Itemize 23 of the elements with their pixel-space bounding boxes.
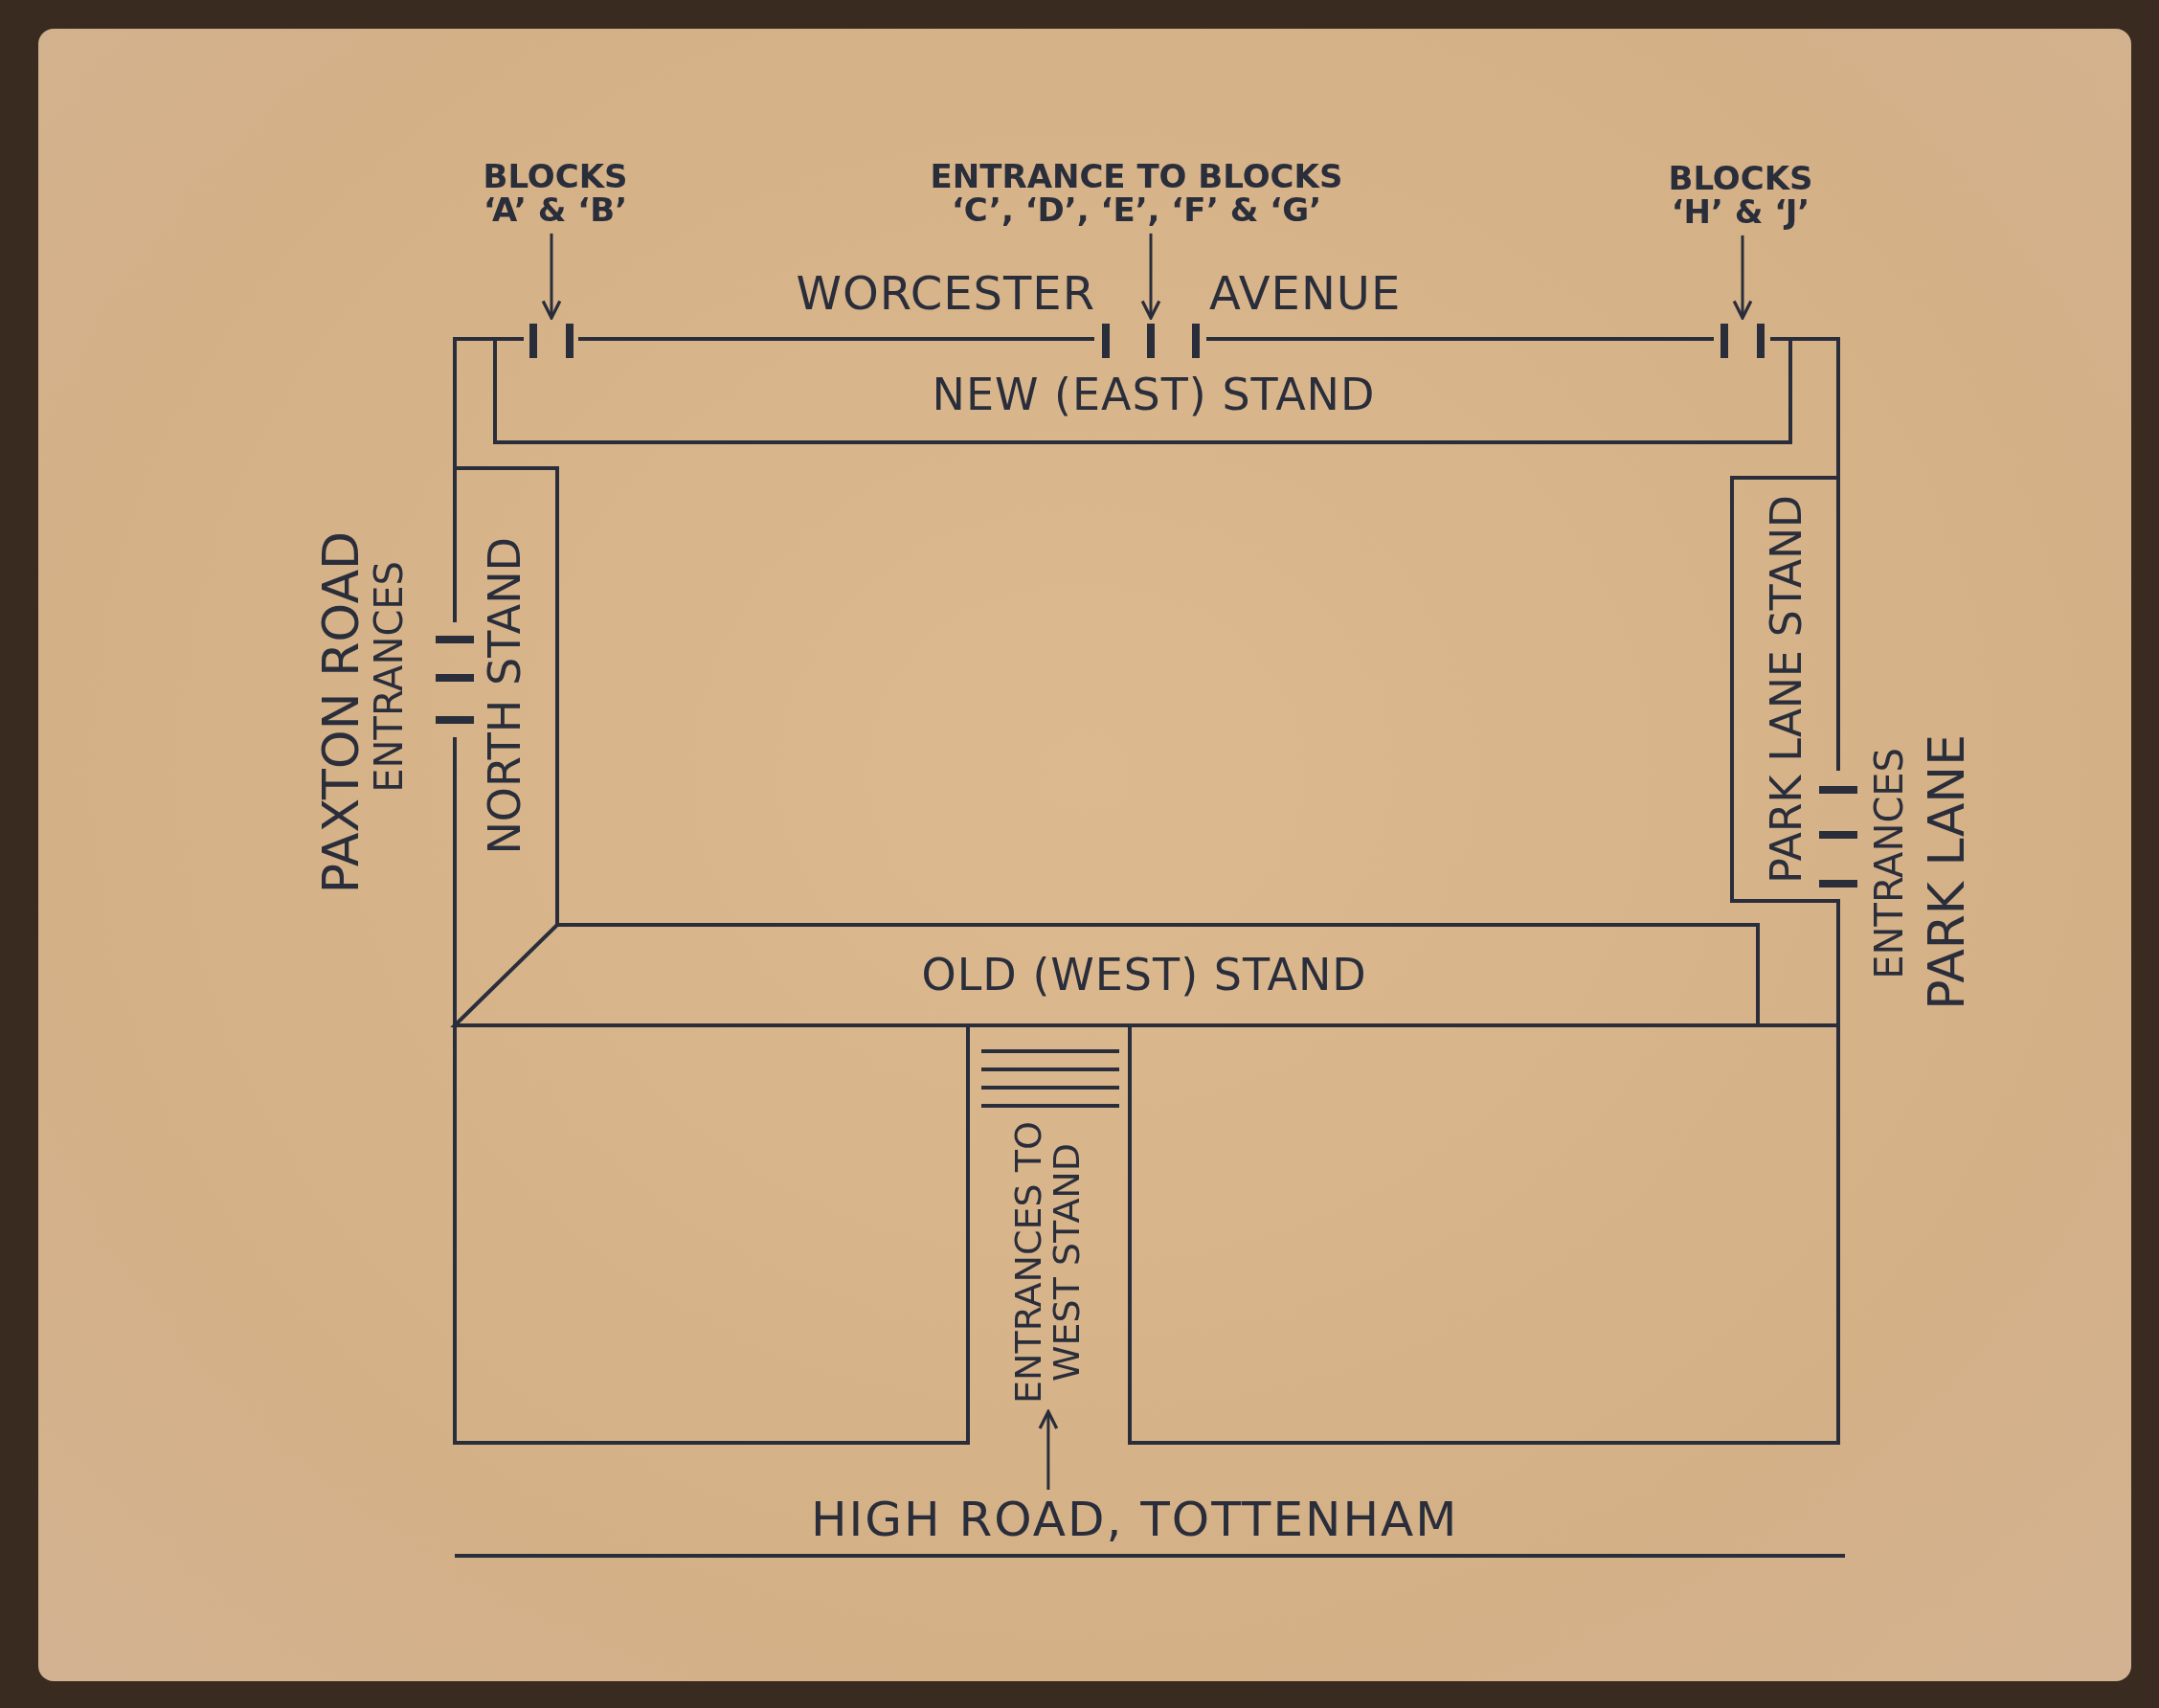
road-label: AVENUE — [1209, 270, 1402, 316]
stand-label: PARK LANE STAND — [1765, 495, 1810, 884]
stand-label: NORTH STAND — [482, 537, 529, 855]
stand-outline — [1730, 476, 1840, 903]
entrance-label: ENTRANCE TO BLOCKS ‘C’, ‘D’, ‘E’, ‘F’ & ‘G’ — [929, 159, 1344, 228]
road-label: HIGH ROAD, TOTTENHAM — [811, 1495, 1459, 1543]
entrance-label: BLOCKS ‘A’ & ‘B’ — [482, 159, 629, 228]
arrow — [541, 233, 562, 320]
entrances-label: ENTRANCES — [1870, 748, 1908, 979]
road-label: PAXTON ROAD — [316, 531, 366, 894]
arrow — [1140, 233, 1161, 320]
stand-label: OLD (WEST) STAND — [921, 952, 1367, 999]
gate-icon — [528, 324, 575, 358]
stand-label: NEW (EAST) STAND — [932, 371, 1376, 418]
area-outline — [1128, 1023, 1840, 1445]
arrow — [1038, 1409, 1059, 1490]
road-label: PARK LANE — [1922, 734, 1971, 1010]
entrance-label: BLOCKS ‘H’ & ‘J’ — [1667, 161, 1814, 230]
road-label: WORCESTER — [796, 270, 1095, 316]
entrance-label: ENTRANCES TO WEST STAND — [1010, 1119, 1087, 1405]
entrances-label: ENTRANCES — [370, 561, 408, 793]
gate-icon — [1719, 324, 1766, 358]
arrow — [1732, 235, 1753, 320]
